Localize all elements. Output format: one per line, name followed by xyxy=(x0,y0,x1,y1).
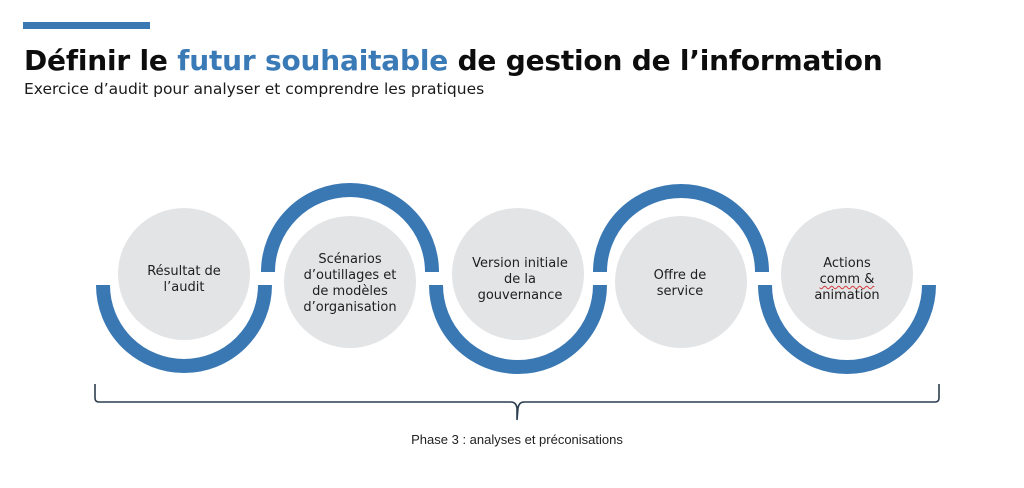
phase-label: Phase 3 : analyses et préconisations xyxy=(411,432,623,447)
step-2-line-2: d’outillages et xyxy=(303,268,397,283)
arc-top-4 xyxy=(593,184,769,273)
step-circle-3 xyxy=(452,208,584,340)
step-circle-2 xyxy=(284,216,416,348)
step-3-line-1: Version initiale xyxy=(472,256,568,271)
title-part-1: Définir le xyxy=(24,44,178,77)
step-label-3: Version initiale de la gouvernance xyxy=(460,256,580,304)
step-label-4: Offre de service xyxy=(620,268,740,300)
accent-bar xyxy=(23,22,150,29)
step-label-1: Résultat de l’audit xyxy=(124,264,244,296)
step-5-line-2: comm & xyxy=(819,272,875,287)
step-3-line-3: gouvernance xyxy=(477,288,563,303)
arc-bottom-1 xyxy=(96,284,272,373)
arc-bottom-3 xyxy=(429,284,607,374)
step-2-line-4: d’organisation xyxy=(303,300,397,315)
phase-bracket xyxy=(94,384,940,421)
title-part-2: de gestion de l’information xyxy=(448,44,883,77)
arc-bottom-5 xyxy=(758,284,936,374)
step-4-line-1: Offre de xyxy=(653,268,707,283)
step-2-line-1: Scénarios xyxy=(318,252,382,267)
step-5-line-1: Actions xyxy=(823,256,871,271)
step-circle-5 xyxy=(781,208,913,340)
step-2-line-3: de modèles xyxy=(312,284,388,299)
page-subtitle: Exercice d’audit pour analyser et compre… xyxy=(24,80,485,98)
step-4-line-2: service xyxy=(656,284,704,299)
step-1-line-2: l’audit xyxy=(163,280,205,295)
page-title: Définir le futur souhaitable de gestion … xyxy=(24,42,883,80)
step-circle-1 xyxy=(118,208,250,340)
step-circle-4 xyxy=(615,216,747,348)
arc-top-2 xyxy=(261,183,439,273)
step-1-line-1: Résultat de xyxy=(147,264,221,279)
title-highlight: futur souhaitable xyxy=(177,44,449,77)
step-label-5: Actions comm & animation xyxy=(787,256,907,304)
step-3-line-2: de la xyxy=(504,272,536,287)
step-5-line-3: animation xyxy=(814,288,880,303)
step-label-2: Scénarios d’outillages et de modèles d’o… xyxy=(290,252,410,316)
